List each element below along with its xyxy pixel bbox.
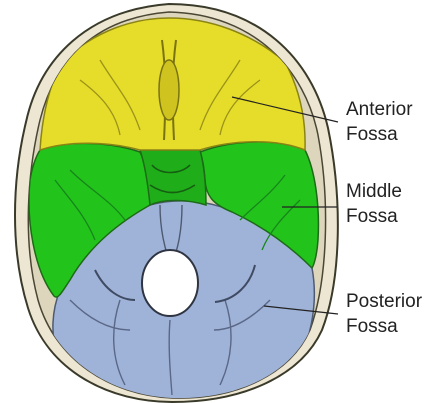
posterior-label-line1: Posterior xyxy=(346,291,423,312)
sella-turcica-region xyxy=(140,150,206,205)
middle-label-line1: Middle xyxy=(346,181,402,202)
foramen-magnum xyxy=(142,250,198,316)
posterior-label-line2: Fossa xyxy=(346,316,398,337)
middle-label-line2: Fossa xyxy=(346,206,398,227)
cribriform-plate xyxy=(159,60,179,120)
anterior-label-line2: Fossa xyxy=(346,124,398,145)
anterior-label-line1: Anterior xyxy=(346,99,413,120)
